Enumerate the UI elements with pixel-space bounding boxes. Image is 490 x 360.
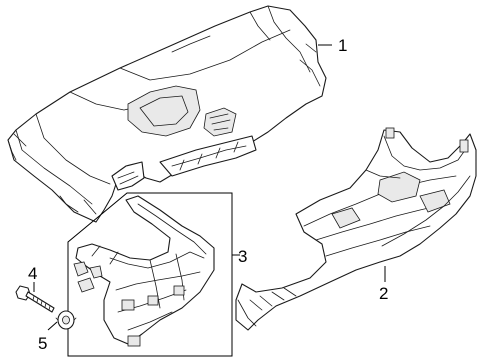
- bolt: [15, 285, 55, 313]
- callout-1: 1: [338, 36, 347, 55]
- leader-lines: [33, 44, 386, 331]
- nut: [55, 310, 77, 330]
- callout-5: 5: [38, 334, 47, 353]
- floor-console: [235, 127, 477, 331]
- callout-4: 4: [28, 264, 37, 283]
- callout-3: 3: [238, 247, 247, 266]
- support-bracket: [73, 195, 215, 347]
- instrument-panel: [7, 5, 327, 223]
- callout-2: 2: [379, 284, 388, 303]
- support-bracket-frame: [67, 192, 233, 357]
